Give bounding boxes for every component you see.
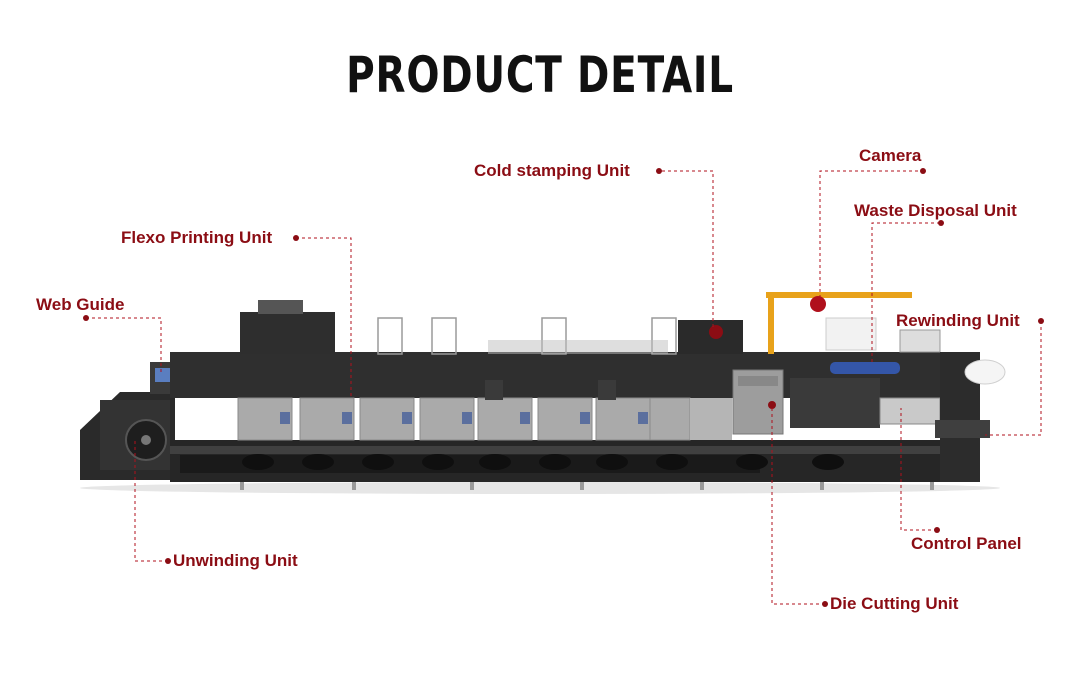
cold-stamping-head	[678, 320, 743, 354]
label-die-cutting-unit: Die Cutting Unit	[830, 594, 959, 613]
page-title: PRODUCT DETAIL	[346, 46, 734, 104]
upper-print-head	[240, 312, 335, 354]
label-waste-disposal-unit: Waste Disposal Unit	[854, 201, 1017, 220]
label-flexo-printing-unit: Flexo Printing Unit	[121, 228, 273, 247]
camera-body	[810, 296, 826, 312]
rewind-roll	[964, 359, 1006, 385]
waste-roll	[830, 362, 900, 374]
label-unwinding-unit: Unwinding Unit	[173, 551, 298, 570]
waste-disposal-frame	[790, 378, 880, 428]
label-rewinding-unit: Rewinding Unit	[896, 311, 1020, 330]
camera-crane	[766, 292, 912, 354]
label-web-guide: Web Guide	[36, 295, 125, 314]
label-cold-stamping-unit: Cold stamping Unit	[474, 161, 630, 180]
label-control-panel: Control Panel	[911, 534, 1022, 553]
label-camera: Camera	[859, 146, 922, 165]
